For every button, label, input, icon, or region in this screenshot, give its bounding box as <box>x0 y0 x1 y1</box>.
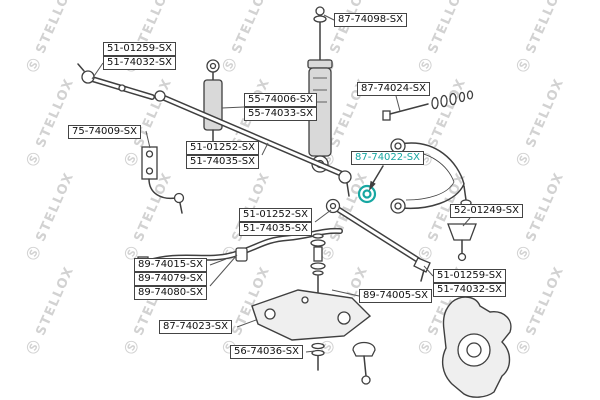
part-label[interactable]: 87-74098-SX <box>334 13 407 27</box>
part-label[interactable]: 55-74006-SX <box>244 93 317 107</box>
part-label[interactable]: 51-74032-SX <box>103 56 176 70</box>
upper-control-arm <box>390 138 472 214</box>
part-label[interactable]: 51-74035-SX <box>239 222 312 236</box>
highlighted-bushing <box>357 184 377 204</box>
part-label[interactable]: 89-74015-SX <box>134 258 207 272</box>
part-label[interactable]: 75-74009-SX <box>68 125 141 139</box>
part-label[interactable]: 55-74033-SX <box>244 107 317 121</box>
upper-arm-bolt-and-washers <box>382 90 474 121</box>
idler-arm <box>141 146 185 214</box>
part-label[interactable]: 52-01249-SX <box>450 204 523 218</box>
part-label[interactable]: 87-74024-SX <box>357 82 430 96</box>
inner-tie-rod <box>325 198 431 282</box>
part-label[interactable]: 51-01259-SX <box>103 42 176 56</box>
pointer-arrow <box>369 165 384 191</box>
part-label[interactable]: 89-74079-SX <box>134 272 207 286</box>
stabilizer-link-hardware <box>310 233 326 312</box>
part-label[interactable]: 51-01252-SX <box>239 208 312 222</box>
part-label[interactable]: 56-74036-SX <box>230 345 303 359</box>
part-label[interactable]: 51-01259-SX <box>433 269 506 283</box>
lower-control-arm <box>251 289 372 341</box>
part-label-highlighted[interactable]: 87-74022-SX <box>351 151 424 165</box>
part-label[interactable]: 51-74035-SX <box>186 155 259 169</box>
part-label[interactable]: 51-01252-SX <box>186 141 259 155</box>
steering-damper <box>203 59 223 153</box>
shock-absorber <box>307 6 333 173</box>
lower-ball-joint-boot <box>352 341 376 385</box>
part-label[interactable]: 87-74023-SX <box>159 320 232 334</box>
steering-knuckle <box>441 296 512 398</box>
part-label[interactable]: 89-74080-SX <box>134 286 207 300</box>
part-label[interactable]: 51-74032-SX <box>433 283 506 297</box>
drag-link <box>154 90 352 197</box>
tie-rod-end-upper-left <box>77 63 155 100</box>
ball-joint-upper-right <box>447 223 477 262</box>
lower-arm-bushing-hardware <box>311 342 325 371</box>
part-label[interactable]: 89-74005-SX <box>359 289 432 303</box>
leader-lines <box>91 14 471 353</box>
